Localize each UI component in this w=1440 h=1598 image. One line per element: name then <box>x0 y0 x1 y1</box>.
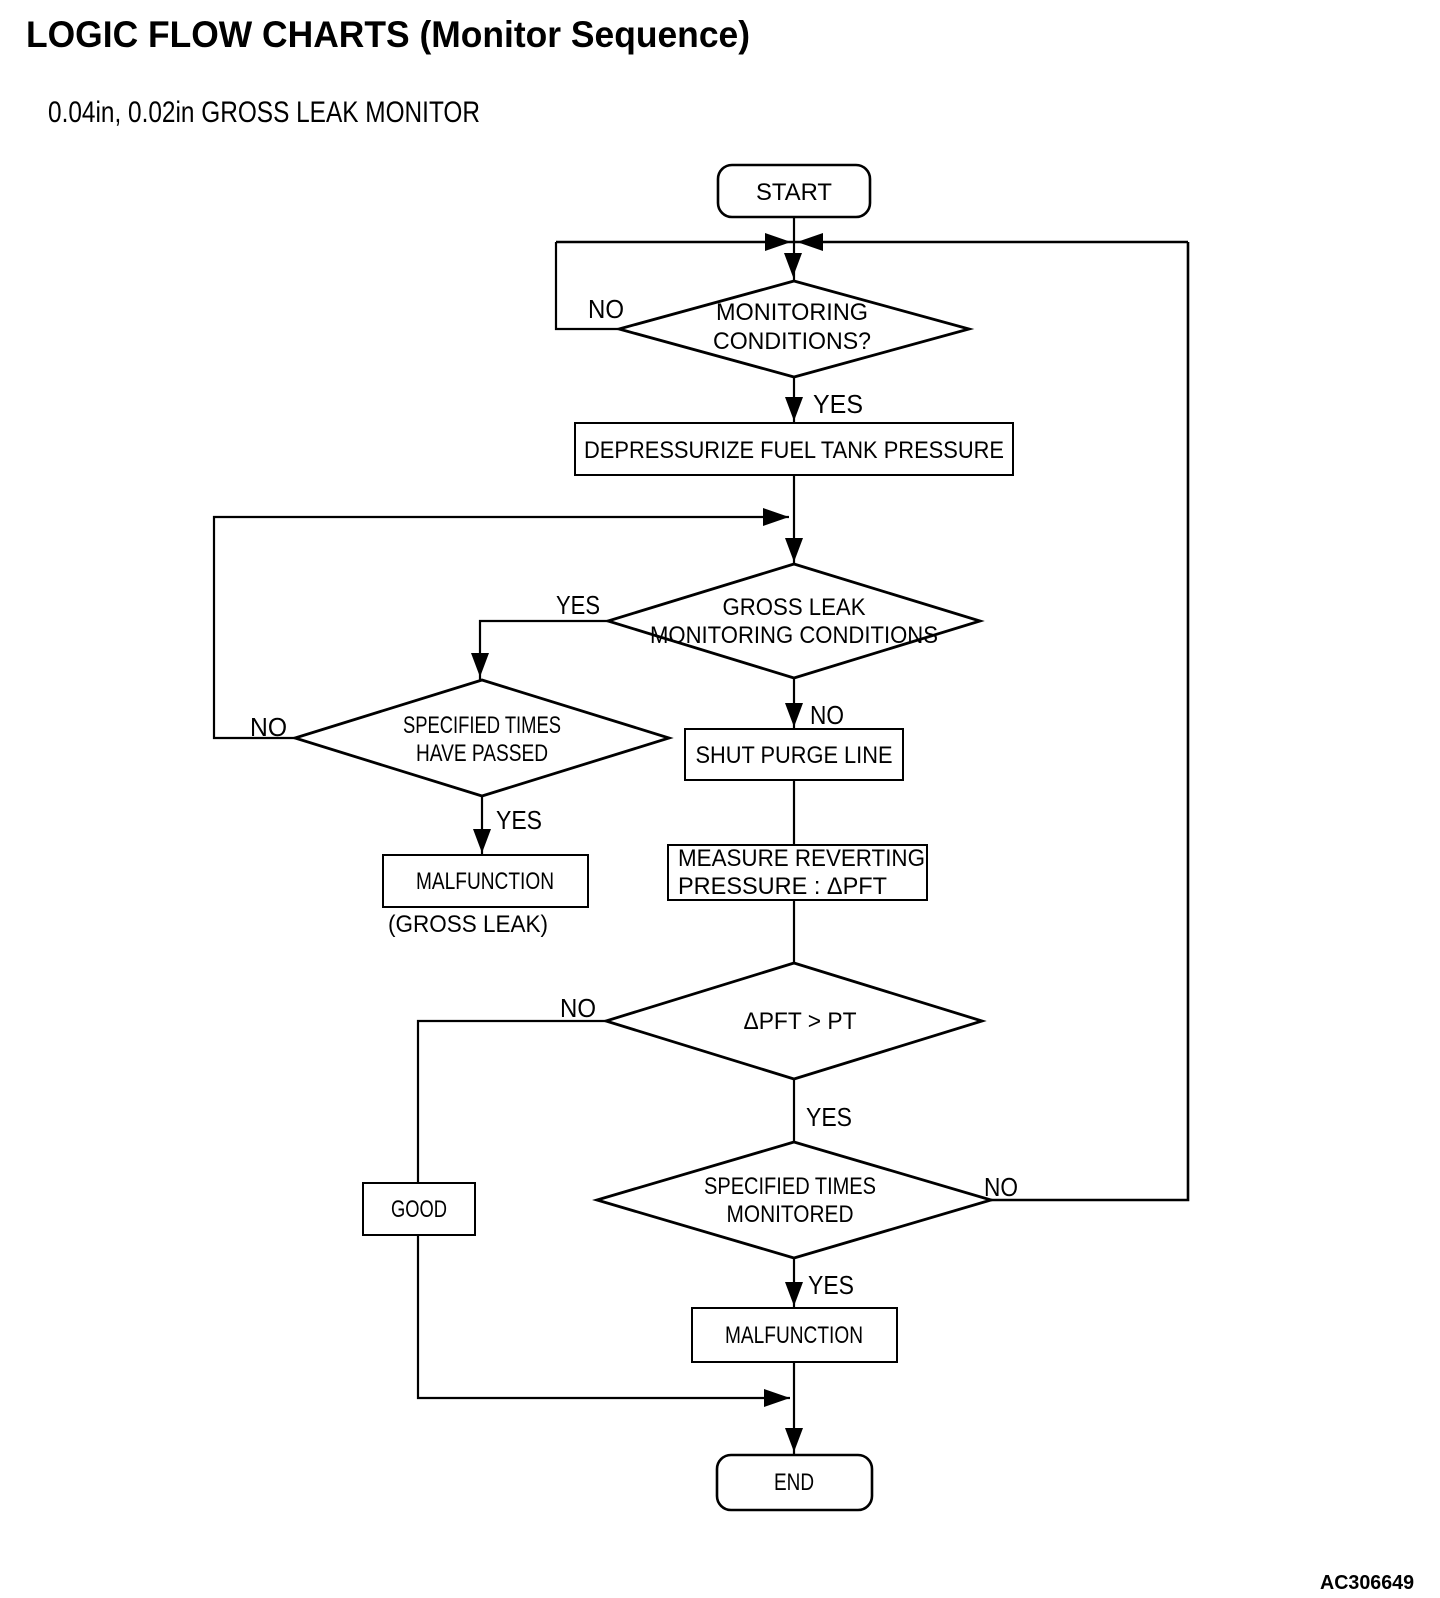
start-label: START <box>756 179 832 206</box>
branch-label-dpft-yes: YES <box>806 1102 852 1132</box>
arrowhead-into-depressurize <box>785 397 803 421</box>
node-depressurize: DEPRESSURIZE FUEL TANK PRESSURE <box>574 422 1014 476</box>
edge-timespassed-no-loop <box>212 515 789 740</box>
specified-times-monitored-label-line2: MONITORED <box>727 1201 854 1228</box>
shut-purge-line-label: SHUT PURGE LINE <box>696 742 893 769</box>
gross-leak-label-line2: MONITORING CONDITIONS <box>650 622 938 649</box>
end-terminator-shape <box>715 1453 874 1512</box>
branch-label-monitoring-no: NO <box>588 294 624 324</box>
monitoring-conditions-label-line2: CONDITIONS? <box>713 328 871 355</box>
malfunction-gross-leak-note: (GROSS LEAK) <box>388 911 548 938</box>
node-specified-times-passed: SPECIFIED TIMES HAVE PASSED <box>290 678 674 798</box>
specified-times-monitored-diamond-shape <box>592 1140 996 1260</box>
node-gross-leak-conditions: GROSS LEAK MONITORING CONDITIONS <box>603 562 985 680</box>
specified-times-passed-label-line1: SPECIFIED TIMES <box>403 712 561 739</box>
specified-times-monitored-label-line1: SPECIFIED TIMES <box>704 1173 876 1200</box>
node-dpft-gt-pt: ΔPFT > PT <box>601 961 987 1081</box>
dpft-gt-pt-diamond-shape <box>601 961 987 1081</box>
end-label: END <box>774 1469 814 1496</box>
edge-monitoring-no-loop <box>554 242 618 331</box>
malfunction-gross-leak-shape <box>382 854 589 908</box>
page-title: LOGIC FLOW CHARTS (Monitor Sequence) <box>26 14 750 55</box>
branch-label-gross-leak-no: NO <box>810 700 844 730</box>
good-shape <box>362 1182 476 1236</box>
page-subtitle: 0.04in, 0.02in GROSS LEAK MONITOR <box>48 96 480 129</box>
arrowhead-into-monitoring <box>784 253 802 277</box>
figure-code: AC306649 <box>1320 1572 1414 1594</box>
branch-label-times-passed-yes: YES <box>496 805 542 835</box>
arrowhead-into-malfunction <box>785 1282 803 1306</box>
malfunction-label: MALFUNCTION <box>725 1322 863 1349</box>
arrowhead-into-timespassed <box>471 653 489 677</box>
arrowhead-merge-from-right <box>797 233 823 251</box>
node-malfunction-gross-leak: MALFUNCTION (GROSS LEAK) <box>382 854 589 938</box>
branch-label-monitored-yes: YES <box>808 1270 854 1300</box>
dpft-gt-pt-label: ΔPFT > PT <box>744 1008 857 1035</box>
node-shut-purge-line: SHUT PURGE LINE <box>684 728 904 781</box>
depressurize-process-shape <box>574 422 1014 476</box>
specified-times-passed-label-line2: HAVE PASSED <box>416 740 548 767</box>
node-specified-times-monitored: SPECIFIED TIMES MONITORED <box>592 1140 996 1260</box>
gross-leak-label-line1: GROSS LEAK <box>723 594 866 621</box>
arrowhead-into-shutpurge <box>785 703 803 727</box>
arrowhead-into-malfunction-gross <box>473 829 491 853</box>
branch-label-gross-leak-yes: YES <box>556 590 600 620</box>
specified-times-passed-diamond-shape <box>290 678 674 798</box>
branch-label-times-passed-no: NO <box>250 712 287 742</box>
node-start: START <box>716 163 872 219</box>
branch-label-dpft-no: NO <box>560 993 596 1023</box>
start-terminator-shape <box>716 163 872 219</box>
malfunction-gross-leak-label: MALFUNCTION <box>416 868 554 895</box>
node-end: END <box>715 1453 874 1512</box>
node-monitoring-conditions: MONITORING CONDITIONS? <box>613 279 975 379</box>
arrowhead-merge-from-left <box>765 233 791 251</box>
measure-reverting-shape <box>667 844 928 901</box>
arrowhead-into-end <box>785 1428 803 1452</box>
arrowhead-good-merge <box>764 1389 790 1407</box>
arrowhead-into-grossleak <box>785 538 803 562</box>
node-measure-reverting: MEASURE REVERTING PRESSURE : ΔPFT <box>667 844 928 901</box>
malfunction-shape <box>691 1307 898 1363</box>
edge-grossleak-yes <box>478 619 608 680</box>
monitoring-conditions-diamond-shape <box>613 279 975 379</box>
node-malfunction: MALFUNCTION <box>691 1307 898 1363</box>
arrowhead-timespassed-no-join <box>763 508 789 526</box>
measure-reverting-label-line2: PRESSURE : ΔPFT <box>678 873 887 900</box>
gross-leak-conditions-diamond-shape <box>603 562 985 680</box>
branch-label-monitoring-yes: YES <box>813 389 863 419</box>
depressurize-label: DEPRESSURIZE FUEL TANK PRESSURE <box>584 437 1004 464</box>
good-label: GOOD <box>391 1196 447 1223</box>
edge-monitored-no-loop <box>991 242 1190 1202</box>
node-good: GOOD <box>362 1182 476 1236</box>
monitoring-conditions-label-line1: MONITORING <box>716 299 868 326</box>
branch-label-monitored-no: NO <box>984 1172 1018 1202</box>
measure-reverting-label-line1: MEASURE REVERTING <box>678 845 925 872</box>
shut-purge-line-shape <box>684 728 904 781</box>
